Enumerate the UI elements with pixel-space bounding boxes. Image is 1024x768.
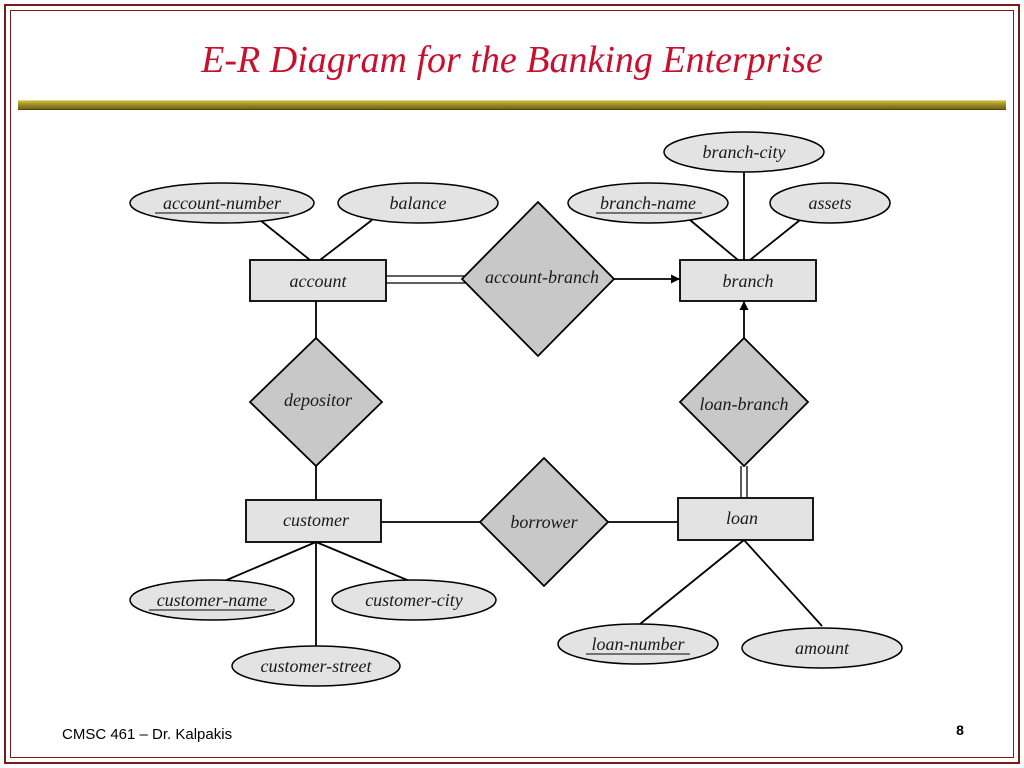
- attribute-customer-name-label: customer-name: [157, 590, 268, 610]
- attribute-customer-street: customer-street: [231, 645, 401, 687]
- attribute-customer-city: customer-city: [331, 579, 497, 621]
- entity-account-label: account: [290, 271, 348, 291]
- entity-account: account: [249, 259, 387, 302]
- entity-loan: loan: [677, 497, 814, 541]
- attribute-balance: balance: [337, 182, 499, 224]
- entity-branch: branch: [679, 259, 817, 302]
- entity-branch-label: branch: [723, 271, 774, 291]
- title-divider: [18, 100, 1006, 110]
- page-number: 8: [956, 722, 964, 738]
- attribute-account-number-label: account-number: [163, 193, 282, 213]
- relationship-depositor-label: depositor: [284, 390, 353, 410]
- attribute-assets-label: assets: [808, 193, 851, 213]
- attribute-loan-number: loan-number: [557, 623, 719, 665]
- relationship-account-branch-label: account-branch: [485, 267, 599, 287]
- attribute-account-number: account-number: [129, 182, 315, 224]
- relationship-account-branch: account-branch: [460, 200, 616, 358]
- attribute-branch-name-label: branch-name: [600, 193, 696, 213]
- attribute-amount-label: amount: [795, 638, 850, 658]
- entity-customer-label: customer: [283, 510, 350, 530]
- line-loan-loan-number: [639, 539, 745, 625]
- line-assets-branch: [749, 219, 801, 261]
- line-loan-amount: [743, 539, 823, 627]
- relationship-depositor: depositor: [248, 336, 384, 468]
- attribute-assets: assets: [769, 182, 891, 224]
- relationship-borrower: borrower: [478, 456, 610, 588]
- line-customer-customer-name: [221, 541, 317, 583]
- line-customer-customer-city: [315, 541, 413, 583]
- attribute-branch-name: branch-name: [567, 182, 729, 224]
- entity-customer: customer: [245, 499, 382, 543]
- attribute-branch-city-label: branch-city: [703, 142, 786, 162]
- attribute-customer-city-label: customer-city: [365, 590, 463, 610]
- connector-lines: [221, 170, 823, 648]
- attribute-customer-street-label: customer-street: [261, 656, 373, 676]
- slide-footer: CMSC 461 – Dr. Kalpakis: [62, 726, 233, 743]
- slide-title: E-R Diagram for the Banking Enterprise: [201, 39, 823, 81]
- entity-loan-label: loan: [726, 508, 758, 528]
- attribute-customer-name: customer-name: [129, 579, 295, 621]
- attribute-loan-number-label: loan-number: [592, 634, 686, 654]
- relationship-loan-branch: loan-branch: [678, 336, 810, 468]
- slide-frame-inner: [10, 10, 1014, 758]
- relationship-borrower-label: borrower: [510, 512, 578, 532]
- line-account-number-account: [259, 219, 311, 261]
- attribute-amount: amount: [741, 627, 903, 669]
- relationship-loan-branch-label: loan-branch: [700, 394, 789, 414]
- slide-frame-outer: [4, 4, 1020, 764]
- attribute-balance-label: balance: [390, 193, 447, 213]
- attribute-branch-city: branch-city: [663, 131, 825, 173]
- line-balance-account: [319, 219, 373, 261]
- line-branch-name-branch: [689, 219, 739, 261]
